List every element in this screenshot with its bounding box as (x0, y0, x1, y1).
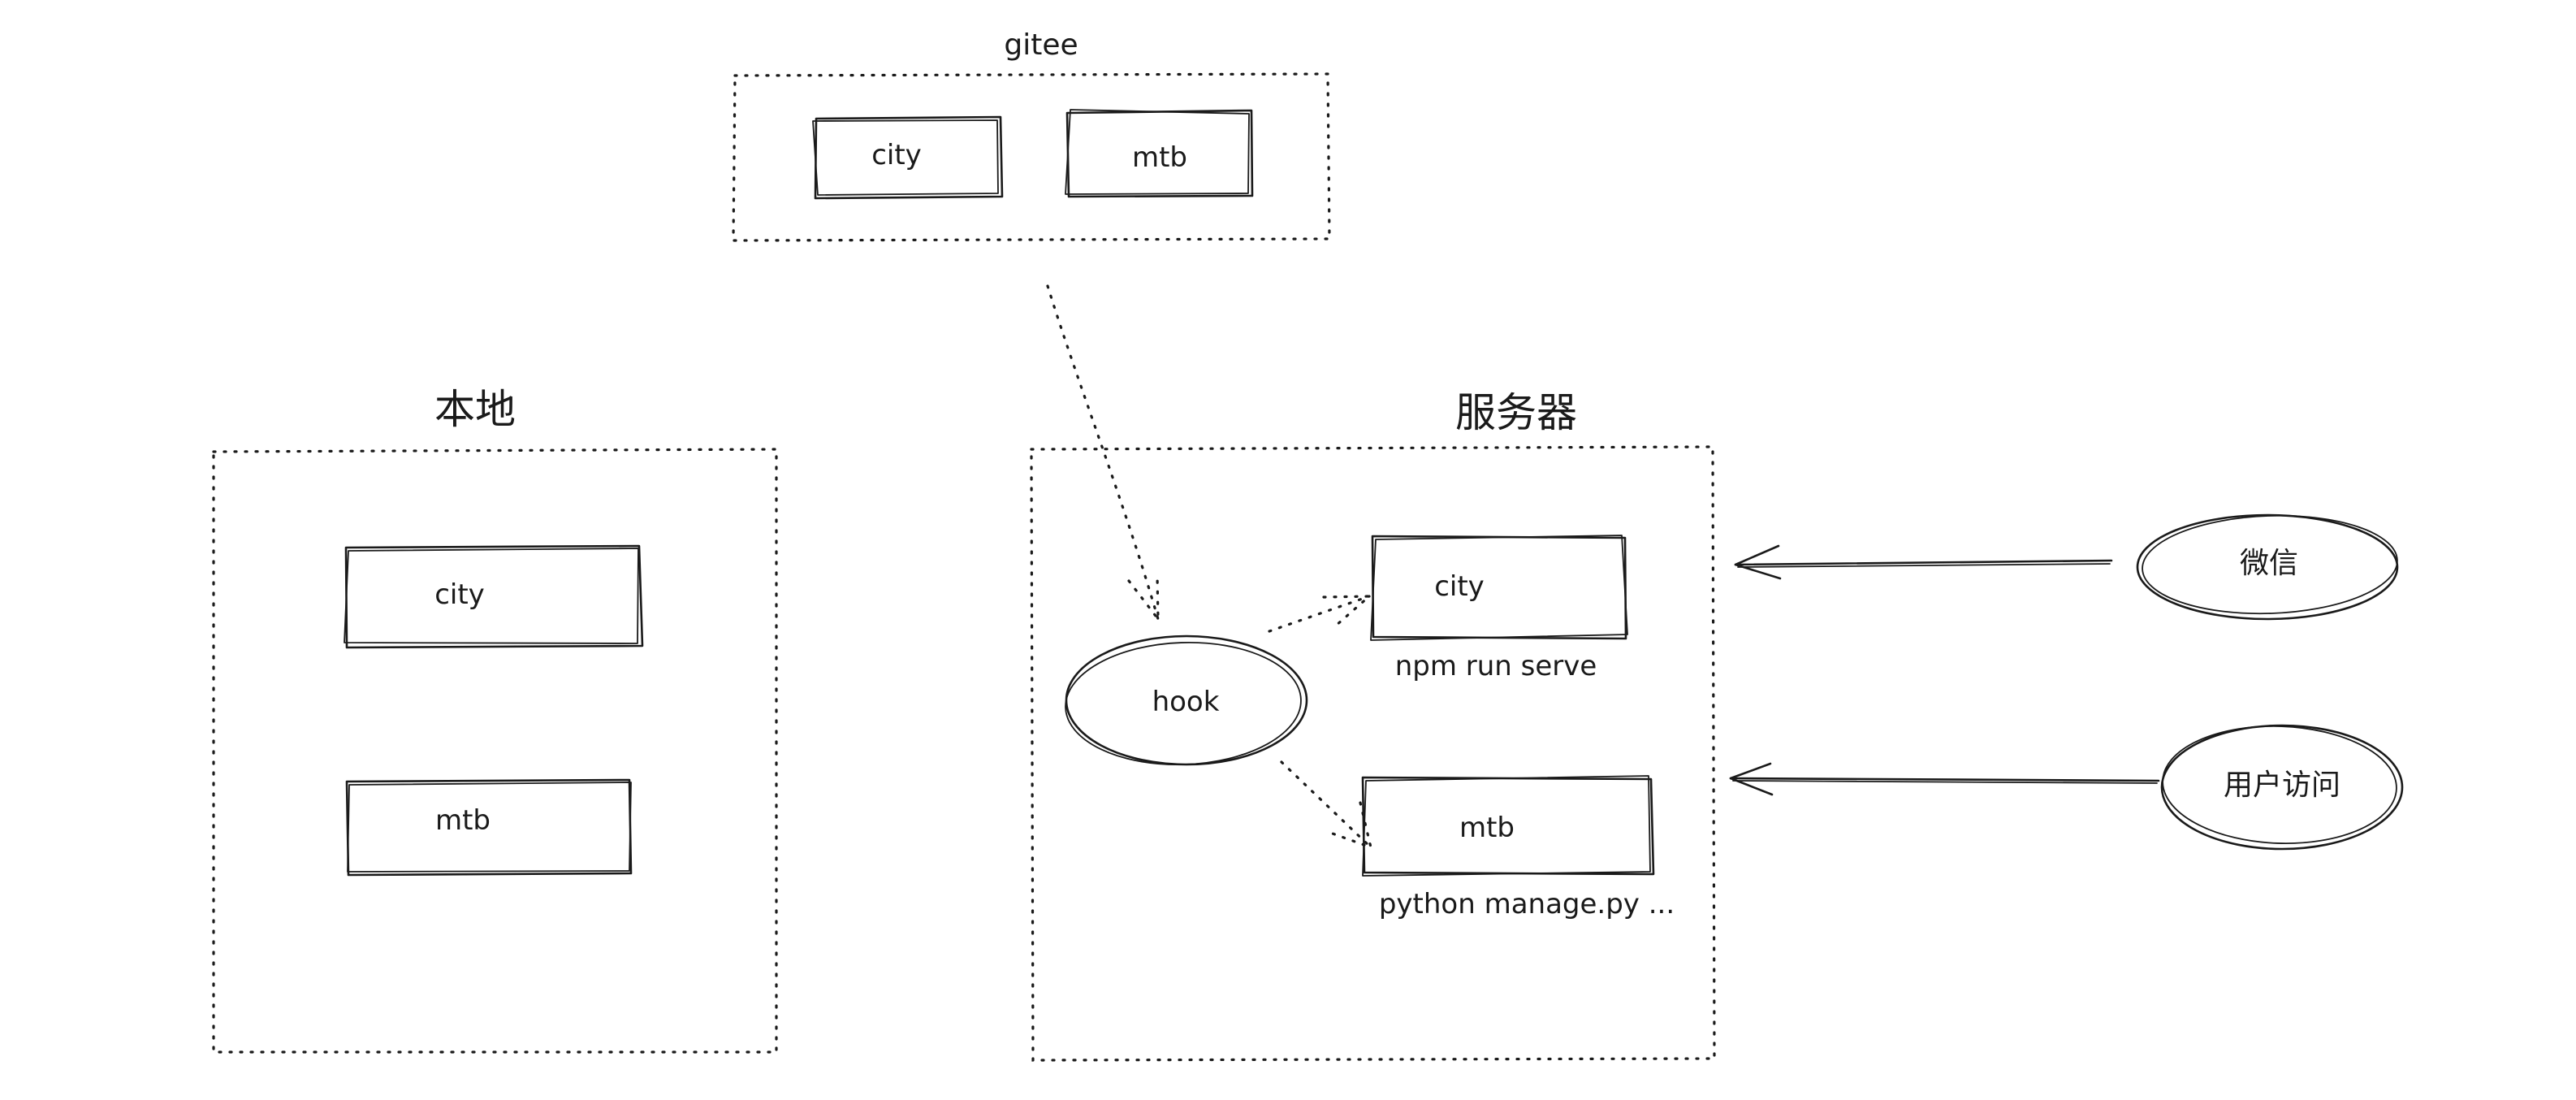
local-group: 本地 city mtb (212, 386, 778, 1054)
edge-hook-to-mtb (1280, 760, 1373, 850)
server-group: 服务器 hook city npm run serve mtb python m… (1030, 389, 1716, 1062)
edge-wechat-to-server (1734, 544, 2113, 580)
gitee-group-border (732, 72, 1331, 242)
server-city-label: city (1434, 570, 1485, 603)
local-mtb-label: mtb (435, 804, 491, 837)
server-city-box[interactable]: city (1370, 535, 1628, 641)
gitee-city-label: city (871, 139, 922, 171)
gitee-city-box[interactable]: city (812, 115, 1004, 200)
gitee-mtb-label: mtb (1132, 141, 1187, 174)
server-hook-ellipse[interactable]: hook (1063, 634, 1308, 769)
gitee-group: gitee city mtb (732, 28, 1331, 242)
local-group-border (212, 448, 778, 1054)
gitee-group-label: gitee (1004, 28, 1078, 62)
server-mtb-label: mtb (1459, 812, 1515, 844)
server-city-command: npm run serve (1395, 650, 1597, 682)
server-hook-label: hook (1152, 686, 1220, 718)
edge-hook-to-city (1268, 595, 1373, 633)
user-access-label: 用户访问 (2224, 769, 2340, 802)
wechat-label: 微信 (2240, 547, 2298, 580)
local-city-label: city (434, 578, 485, 611)
gitee-mtb-box[interactable]: mtb (1065, 109, 1254, 198)
server-mtb-box[interactable]: mtb (1361, 775, 1655, 877)
edge-user-to-server (1729, 762, 2160, 796)
wechat-ellipse[interactable]: 微信 (2136, 512, 2399, 621)
server-group-label: 服务器 (1455, 389, 1577, 436)
user-access-ellipse[interactable]: 用户访问 (2160, 722, 2404, 851)
local-mtb-box[interactable]: mtb (345, 778, 633, 877)
server-mtb-command: python manage.py ... (1379, 888, 1675, 920)
local-city-box[interactable]: city (344, 544, 644, 649)
edge-gitee-to-hook (1046, 284, 1160, 623)
server-group-border (1030, 445, 1716, 1062)
local-group-label: 本地 (434, 386, 516, 433)
